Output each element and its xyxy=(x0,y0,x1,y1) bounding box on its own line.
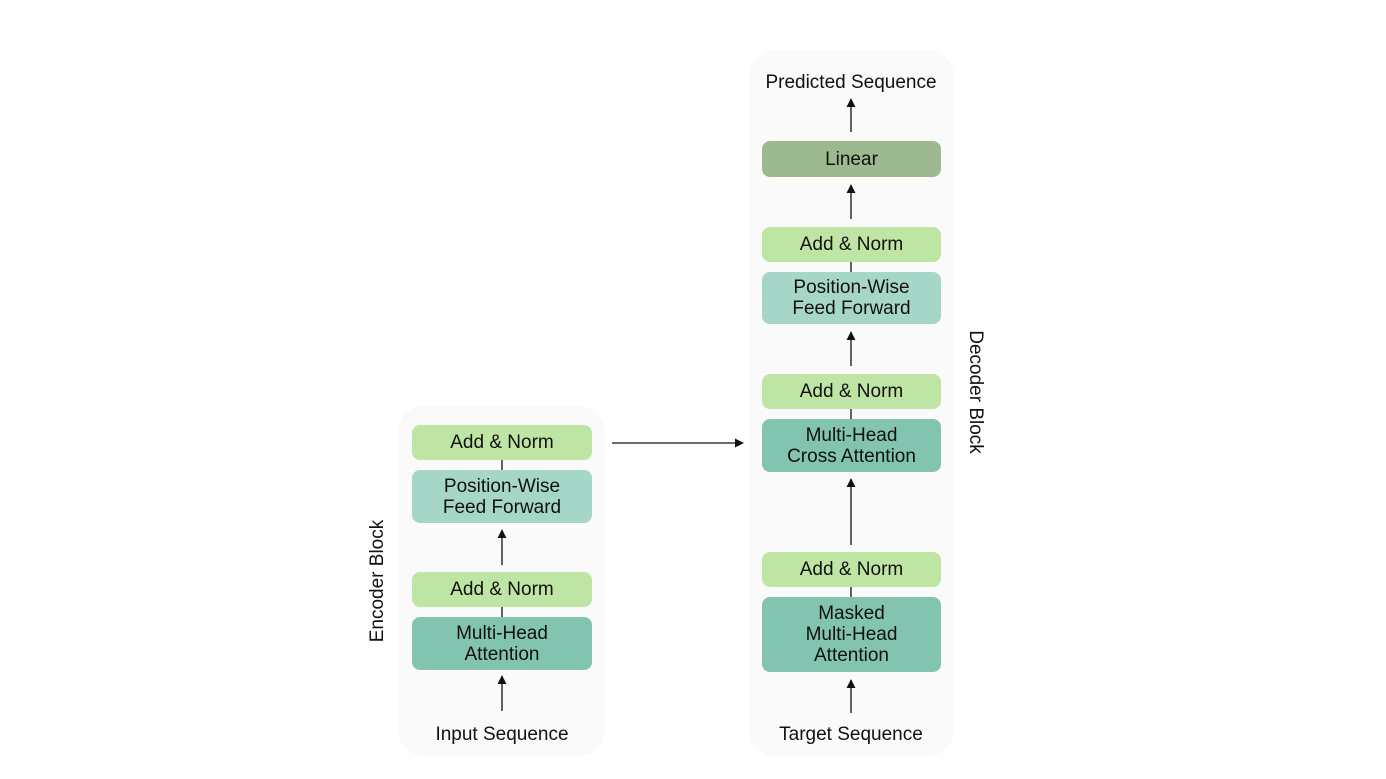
encoder-add-norm-bottom: Add & Norm xyxy=(412,572,592,607)
decoder-add-norm-top-label: Add & Norm xyxy=(799,234,904,255)
decoder-cross-attention-label: Multi-Head Cross Attention xyxy=(787,424,916,467)
decoder-masked-attention: Masked Multi-Head Attention xyxy=(762,597,941,672)
encoder-multi-head-attention: Multi-Head Attention xyxy=(412,617,592,670)
decoder-add-norm-bottom-label: Add & Norm xyxy=(799,559,904,580)
decoder-add-norm-top: Add & Norm xyxy=(762,227,941,262)
encoder-add-norm-top-label: Add & Norm xyxy=(450,432,554,453)
decoder-input-label: Target Sequence xyxy=(779,724,923,745)
decoder-linear: Linear xyxy=(762,141,941,177)
decoder-masked-attention-label: Masked Multi-Head Attention xyxy=(805,603,898,666)
encoder-feed-forward-label: Position-Wise Feed Forward xyxy=(442,475,562,518)
decoder-linear-label: Linear xyxy=(825,148,878,170)
encoder-input-label: Input Sequence xyxy=(435,724,569,745)
encoder-add-norm-bottom-label: Add & Norm xyxy=(450,579,554,600)
decoder-add-norm-middle: Add & Norm xyxy=(762,374,941,409)
decoder-feed-forward: Position-Wise Feed Forward xyxy=(762,272,941,324)
decoder-output-label: Predicted Sequence xyxy=(765,72,937,93)
encoder-attention-label: Multi-Head Attention xyxy=(456,622,548,665)
encoder-block-title: Encoder Block xyxy=(367,519,388,643)
encoder-feed-forward: Position-Wise Feed Forward xyxy=(412,470,592,523)
decoder-feed-forward-label: Position-Wise Feed Forward xyxy=(792,277,911,319)
encoder-add-norm-top: Add & Norm xyxy=(412,425,592,460)
decoder-cross-attention: Multi-Head Cross Attention xyxy=(762,419,941,472)
decoder-add-norm-middle-label: Add & Norm xyxy=(799,381,904,402)
decoder-block-title: Decoder Block xyxy=(965,330,986,454)
decoder-add-norm-bottom: Add & Norm xyxy=(762,552,941,587)
